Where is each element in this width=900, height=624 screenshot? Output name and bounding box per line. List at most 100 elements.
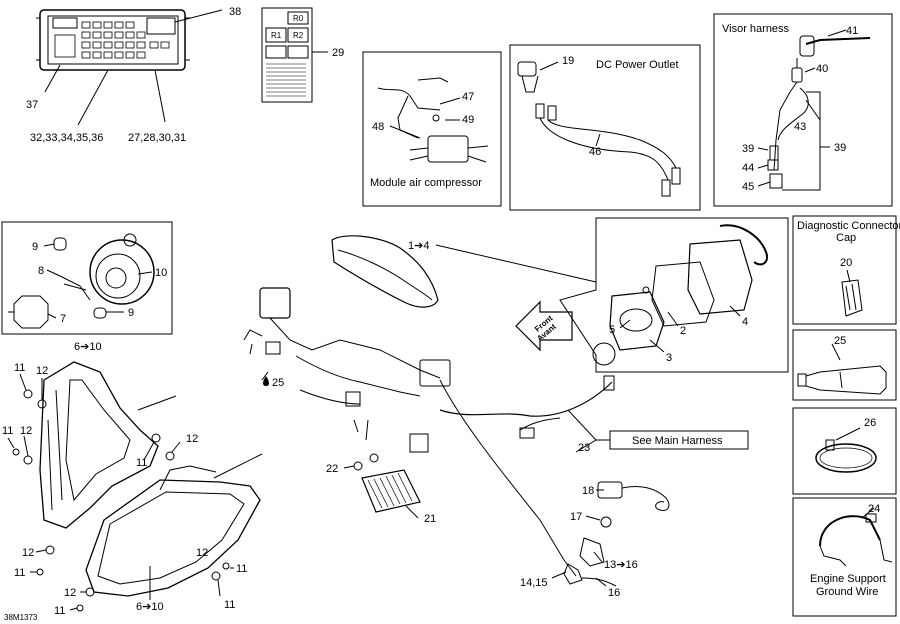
- leader-25: [261, 371, 269, 381]
- drop-icon: [263, 376, 269, 386]
- leader-27: [154, 69, 166, 123]
- leader-13-16: [593, 551, 603, 563]
- label-8: 8: [38, 265, 44, 277]
- label-47: 47: [462, 91, 474, 103]
- diagnostic-cap: [841, 279, 863, 317]
- label-14-15: 14,15: [520, 577, 548, 589]
- label-13-16: 13➔16: [604, 559, 638, 571]
- label-3: 3: [666, 352, 672, 364]
- fuse-box: [36, 9, 190, 71]
- label-39a: 39: [742, 143, 754, 155]
- leader-40: [804, 67, 816, 73]
- label-18: 18: [582, 485, 594, 497]
- label-25: 25: [272, 377, 284, 389]
- leader-21: [405, 505, 419, 519]
- leader-26: [835, 427, 861, 441]
- label-44: 44: [742, 162, 754, 174]
- leader-43: [805, 99, 821, 121]
- clamp: [815, 439, 877, 473]
- rectifier-regulator: [353, 453, 421, 513]
- label-16: 16: [608, 587, 620, 599]
- label-12d: 12: [22, 547, 34, 559]
- dc-power-outlet-box: [509, 44, 701, 211]
- clamp-box: [792, 407, 897, 495]
- gauge-box: [559, 217, 789, 373]
- caption-engine-support-line1: Engine Support: [810, 573, 886, 585]
- leader-right-hl: [213, 453, 263, 479]
- diagnostic-cap-box: [792, 215, 897, 325]
- label-11b: 11: [2, 425, 13, 437]
- ground-wire-box: [792, 497, 897, 617]
- label-9b: 9: [128, 307, 134, 319]
- label-22: 22: [326, 463, 338, 475]
- headlight-kit-box: [1, 221, 173, 335]
- relay-r2: R2: [293, 31, 304, 40]
- label-40: 40: [816, 63, 828, 75]
- leader-45: [757, 181, 771, 187]
- hardware-leaders: [7, 373, 234, 612]
- leader-left-hl: [137, 395, 177, 411]
- label-41: 41: [846, 25, 858, 37]
- leader-25b: [831, 343, 841, 361]
- label-7: 7: [60, 313, 66, 325]
- leader-5: [619, 319, 631, 329]
- caption-visor-harness: Visor harness: [722, 23, 790, 35]
- front-arrow: [515, 300, 573, 352]
- label-48: 48: [372, 121, 384, 133]
- ground-wire: [819, 513, 893, 567]
- label-19: 19: [562, 55, 574, 67]
- bracket-39: [782, 91, 821, 191]
- label-11d: 11: [14, 567, 25, 579]
- leader-20: [846, 269, 851, 283]
- leader-14-15: [551, 571, 567, 579]
- right-headlight: [85, 465, 261, 597]
- label-21: 21: [424, 513, 436, 525]
- bracket-23: [567, 409, 597, 453]
- label-43: 43: [794, 121, 806, 133]
- leader-8: [46, 269, 61, 277]
- label-46: 46: [589, 146, 601, 158]
- visor-harness-box: [713, 13, 893, 207]
- leader-32: [77, 69, 109, 126]
- dc-power-outlet: [517, 61, 681, 197]
- label-37: 37: [26, 99, 38, 111]
- label-39b: 39: [834, 142, 846, 154]
- label-12a: 12: [36, 365, 48, 377]
- caption-diagnostic-line2: Cap: [836, 232, 856, 244]
- leader-39a: [757, 147, 769, 151]
- label-11c: 11: [136, 457, 147, 469]
- visor-harness: [767, 35, 871, 189]
- label-12f: 12: [196, 547, 208, 559]
- leader-22: [343, 465, 355, 469]
- label-49: 49: [462, 114, 474, 126]
- tube-box: [792, 329, 897, 401]
- caption-engine-support-line2: Ground Wire: [816, 586, 878, 598]
- left-headlight: [39, 361, 159, 529]
- headlight-bulb-parts: [8, 233, 155, 329]
- leader-44: [757, 164, 769, 169]
- label-5: 5: [609, 324, 615, 336]
- label-11g: 11: [224, 599, 235, 611]
- caption-module-air-compressor: Module air compressor: [370, 177, 482, 189]
- label-2: 2: [680, 325, 686, 337]
- label-12b: 12: [20, 425, 32, 437]
- tether-switch: [439, 379, 670, 587]
- relay-card: [261, 7, 313, 103]
- label-12e: 12: [64, 587, 76, 599]
- label-4: 4: [742, 316, 748, 328]
- leader-37: [44, 64, 61, 93]
- label-11a: 11: [14, 362, 25, 374]
- label-27-31: 27,28,30,31: [128, 132, 186, 144]
- label-23: 23: [578, 442, 590, 454]
- figure-code: 38M1373: [4, 613, 38, 622]
- label-11f: 11: [236, 563, 247, 575]
- leader-48: [389, 125, 421, 139]
- leader-47: [439, 97, 461, 105]
- leader-10: [137, 271, 153, 275]
- label-17: 17: [570, 511, 582, 523]
- main-harness: [243, 235, 615, 453]
- leader-16: [595, 577, 607, 587]
- leader-9a: [43, 243, 55, 247]
- label-10: 10: [155, 267, 167, 279]
